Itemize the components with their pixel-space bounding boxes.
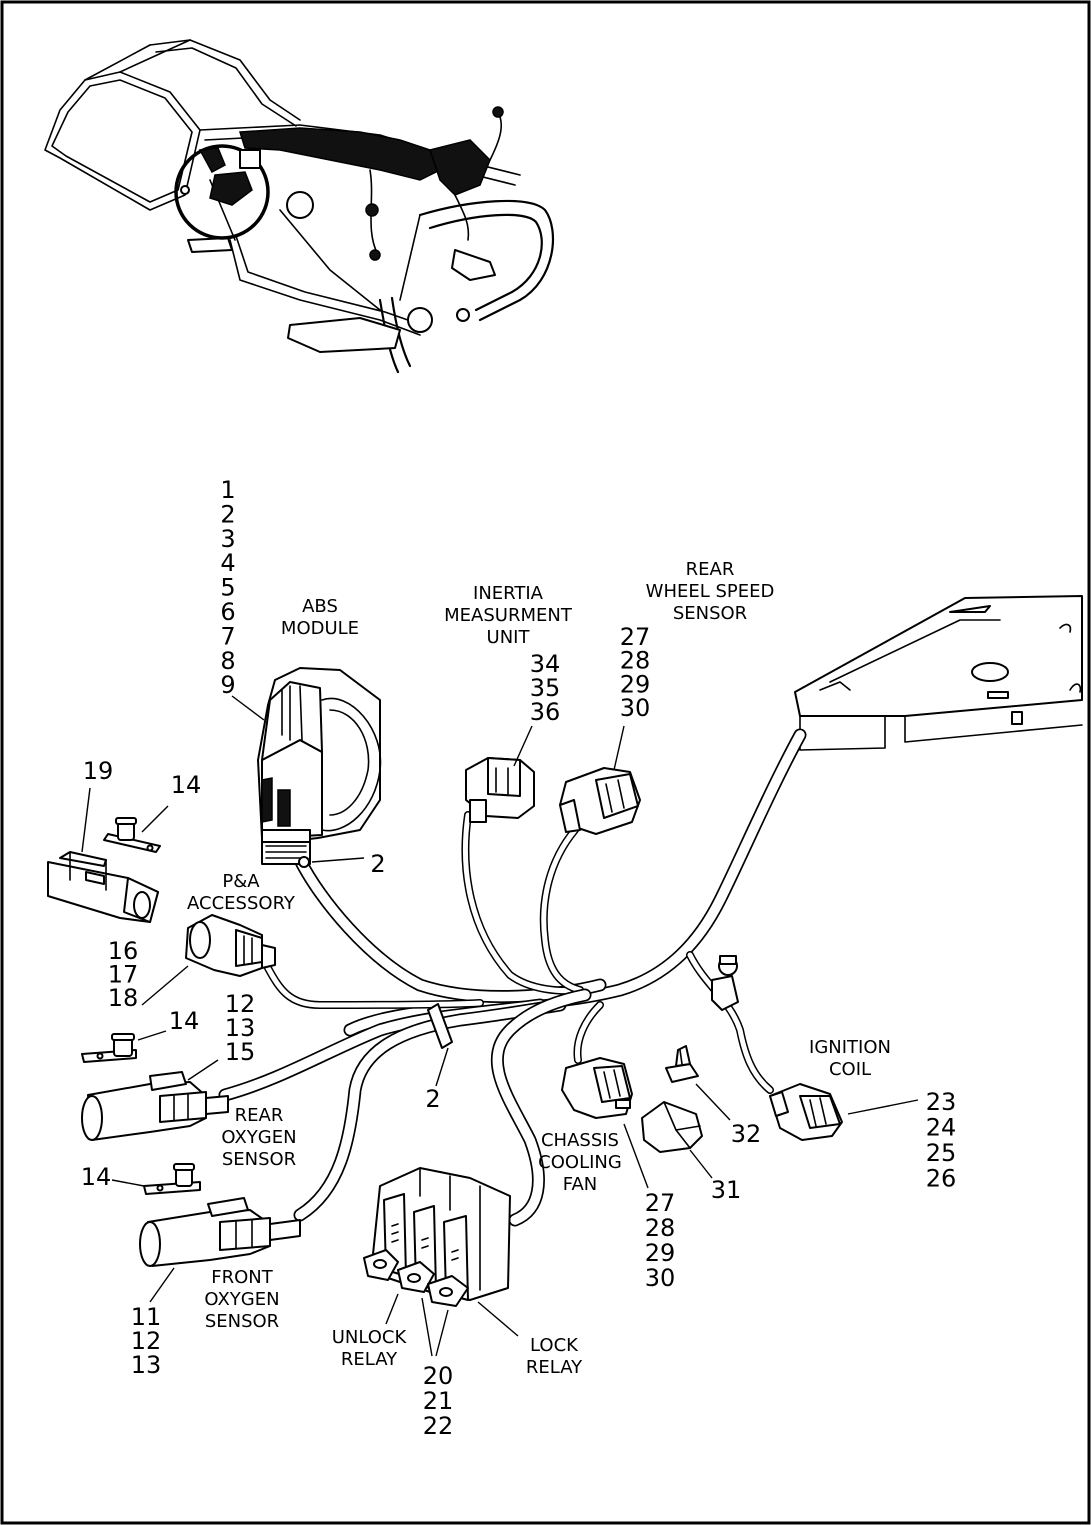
component-caption: SENSOR <box>673 603 747 624</box>
component-caption: FAN <box>563 1174 597 1195</box>
reference-number: 31 <box>711 1176 742 1204</box>
location-highlight-circle <box>174 144 270 240</box>
reference-number: 36 <box>530 698 561 726</box>
component-caption: IGNITION <box>809 1037 891 1058</box>
component-caption: SENSOR <box>205 1311 279 1332</box>
reference-number: 7 <box>220 622 235 650</box>
reference-number: 27 <box>620 623 651 651</box>
component-caption: MEASURMENT <box>444 605 573 626</box>
reference-number: 26 <box>926 1165 957 1193</box>
component-caption: REAR <box>235 1105 284 1126</box>
reference-number: 17 <box>108 961 139 989</box>
component-caption: REAR <box>686 559 735 580</box>
component-caption: P&A <box>222 871 260 892</box>
component-caption: INERTIA <box>473 583 544 604</box>
reference-number: 11 <box>131 1303 162 1331</box>
pa-accessory-connector <box>185 914 276 977</box>
rear-oxygen-sensor-connector <box>81 1071 229 1141</box>
reference-number: 9 <box>220 671 235 699</box>
component-caption: MODULE <box>281 618 359 639</box>
component-caption: OXYGEN <box>204 1289 279 1310</box>
reference-number: 15 <box>225 1038 256 1066</box>
component-caption: RELAY <box>526 1357 583 1378</box>
part-32-fastener <box>665 1045 699 1083</box>
plug-19 <box>47 851 159 923</box>
reference-number: 28 <box>645 1214 676 1242</box>
reference-number: 19 <box>83 757 114 785</box>
reference-number: 35 <box>530 674 561 702</box>
component-caption: COIL <box>829 1059 871 1080</box>
component-caption: ACCESSORY <box>187 893 296 914</box>
component-caption: RELAY <box>341 1349 398 1370</box>
chassis-cooling-fan-connector <box>561 1057 633 1119</box>
reference-number: 12 <box>225 990 256 1018</box>
component-caption: OXYGEN <box>221 1127 296 1148</box>
reference-number: 24 <box>926 1114 957 1142</box>
component-caption: UNLOCK <box>332 1327 408 1348</box>
reference-number: 12 <box>131 1327 162 1355</box>
reference-number: 3 <box>220 525 235 553</box>
reference-number: 14 <box>169 1007 200 1035</box>
reference-number: 16 <box>108 937 139 965</box>
reference-number: 14 <box>81 1163 112 1191</box>
reference-number: 29 <box>620 670 651 698</box>
reference-number: 2 <box>370 850 385 878</box>
ignition-coil-connector <box>769 1083 843 1141</box>
reference-number: 32 <box>731 1120 762 1148</box>
abs-module <box>257 667 382 868</box>
component-caption: COOLING <box>538 1152 622 1173</box>
relay-block <box>363 1167 511 1307</box>
reference-number: 30 <box>620 694 651 722</box>
main-harness <box>218 595 1083 1227</box>
reference-number: 5 <box>220 574 235 602</box>
reference-number: 34 <box>530 650 561 678</box>
clip-14-upper <box>103 817 161 853</box>
reference-number: 1 <box>220 476 235 504</box>
part-31-cover <box>641 1101 703 1153</box>
rear-wheel-speed-sensor-connector <box>559 767 641 835</box>
reference-number: 27 <box>645 1189 676 1217</box>
reference-number: 6 <box>220 598 235 626</box>
clip-14-middle <box>81 1033 137 1063</box>
reference-number: 4 <box>220 549 235 577</box>
reference-number: 30 <box>645 1264 676 1292</box>
reference-number: 2 <box>220 500 235 528</box>
reference-number: 18 <box>108 984 139 1012</box>
frame-locator-illustration <box>44 39 555 374</box>
reference-number: 13 <box>225 1014 256 1042</box>
component-caption: FRONT <box>211 1267 273 1288</box>
reference-number: 14 <box>171 771 202 799</box>
reference-number: 2 <box>425 1085 440 1113</box>
clip-14-lower <box>143 1163 201 1195</box>
component-caption: SENSOR <box>222 1149 296 1170</box>
component-caption: WHEEL SPEED <box>646 581 775 602</box>
reference-number: 20 <box>423 1362 454 1390</box>
reference-number: 13 <box>131 1351 162 1379</box>
reference-number: 25 <box>926 1139 957 1167</box>
component-caption: LOCK <box>530 1335 579 1356</box>
reference-number: 22 <box>423 1412 454 1440</box>
reference-number: 23 <box>926 1088 957 1116</box>
front-oxygen-sensor-connector <box>139 1197 301 1267</box>
component-caption: UNIT <box>487 627 531 648</box>
component-caption: ABS <box>302 596 338 617</box>
reference-number: 21 <box>423 1387 454 1415</box>
leader-lines <box>81 695 919 1357</box>
reference-number: 28 <box>620 647 651 675</box>
imu-connector <box>465 757 535 823</box>
component-caption: CHASSIS <box>541 1130 619 1151</box>
reference-number: 29 <box>645 1239 676 1267</box>
reference-number: 8 <box>220 647 235 675</box>
